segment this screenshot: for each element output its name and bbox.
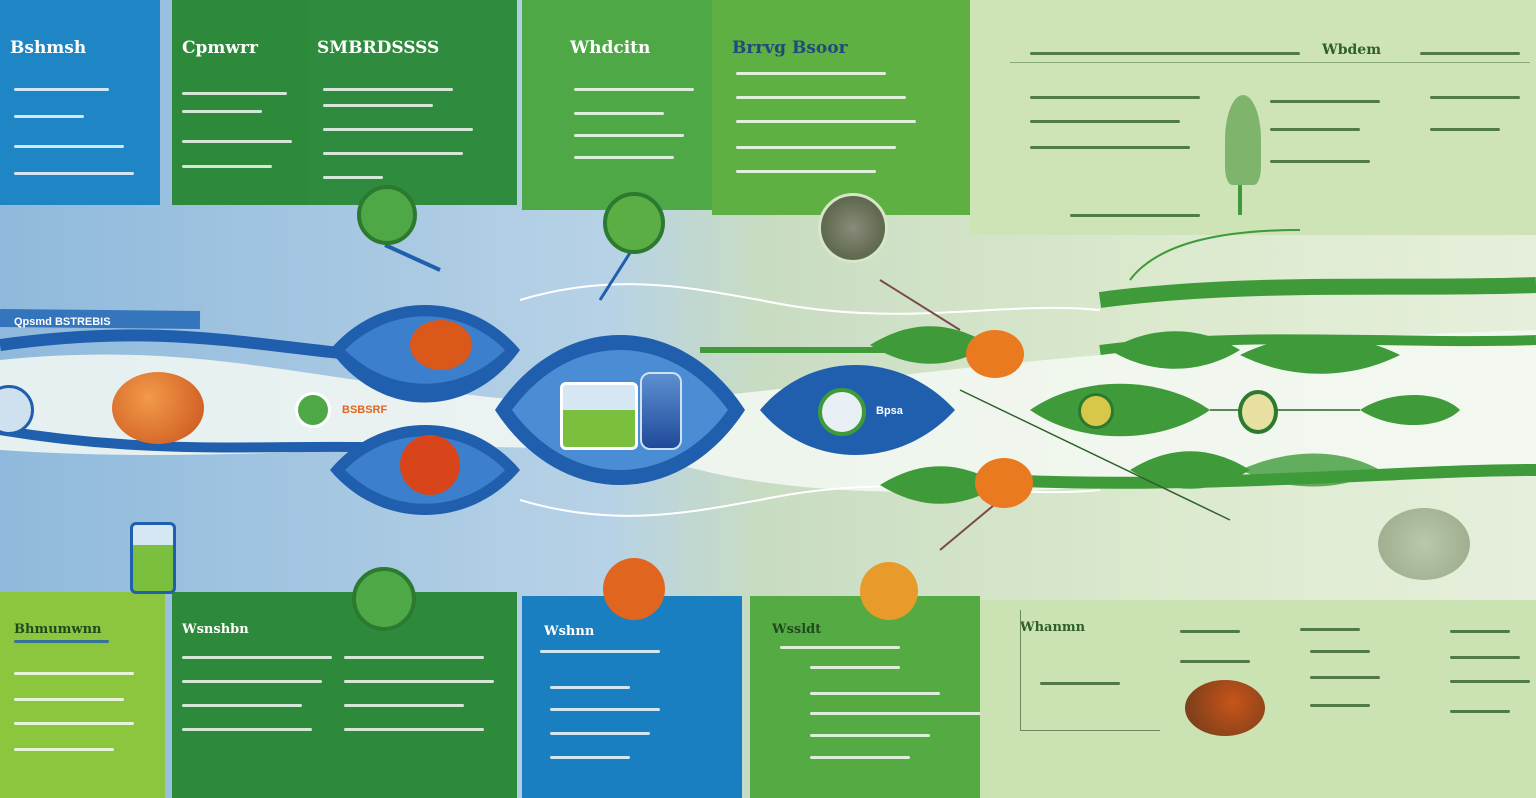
orange-blob-node xyxy=(410,320,472,370)
orange-node-bottom-2 xyxy=(860,562,918,620)
center-node xyxy=(818,388,866,436)
panel-title: Bhmumwnn xyxy=(14,622,102,637)
green-node-top-2 xyxy=(603,192,665,254)
panel-bottom-3: Wshnn xyxy=(522,596,742,798)
panel-title: Brrvg Bsoor xyxy=(732,38,848,58)
panel-top-5: Brrvg Bsoor xyxy=(712,0,970,215)
small-green-node xyxy=(295,392,331,428)
battery-icon xyxy=(130,522,176,594)
panel-title: SMBRDSSSS xyxy=(317,38,440,58)
panel-title: Whdcitn xyxy=(570,38,651,58)
green-node-flow-2 xyxy=(1238,390,1278,434)
panel-title: Whanmn xyxy=(1020,620,1086,635)
orange-node-flow-2 xyxy=(975,458,1033,508)
orange-node-flow-1 xyxy=(966,330,1024,378)
produce-icon xyxy=(1378,508,1470,580)
panel-title: Wshnn xyxy=(544,624,595,639)
panel-top-1: Bshmsh xyxy=(0,0,160,205)
bottle-icon xyxy=(640,372,682,450)
jar-icon xyxy=(560,382,638,450)
photo-node-top xyxy=(818,193,888,263)
panel-title: Wsnshbn xyxy=(182,622,249,637)
panel-bottom-4: Wssldt xyxy=(750,596,980,798)
orange-tag-label: BSBSRF xyxy=(342,404,388,416)
panel-title: Bshmsh xyxy=(10,38,87,58)
plant-icon xyxy=(1225,95,1261,185)
left-bar-label: Qpsmd BSTREBIS xyxy=(14,316,111,328)
panel-title: Wbdem xyxy=(1322,42,1382,58)
green-node-bottom xyxy=(352,567,416,631)
orange-capsule-node xyxy=(112,372,204,444)
green-node-flow-1 xyxy=(1078,393,1114,429)
food-bowl-icon xyxy=(1185,680,1265,736)
panel-title: Wssldt xyxy=(772,622,822,637)
center-label: Bpsa xyxy=(876,405,903,417)
green-node-top-1 xyxy=(357,185,417,245)
orange-node-bottom-1 xyxy=(603,558,665,620)
panel-bottom-2: Wsnshbn xyxy=(172,592,517,798)
panel-bottom-1: Bhmumwnn xyxy=(0,592,165,798)
panel-top-2: Cpmwrr xyxy=(172,0,307,205)
panel-top-3: SMBRDSSSS xyxy=(307,0,517,205)
panel-title: Cpmwrr xyxy=(182,38,258,58)
red-blob-node xyxy=(400,435,460,495)
panel-top-4: Whdcitn xyxy=(522,0,712,210)
